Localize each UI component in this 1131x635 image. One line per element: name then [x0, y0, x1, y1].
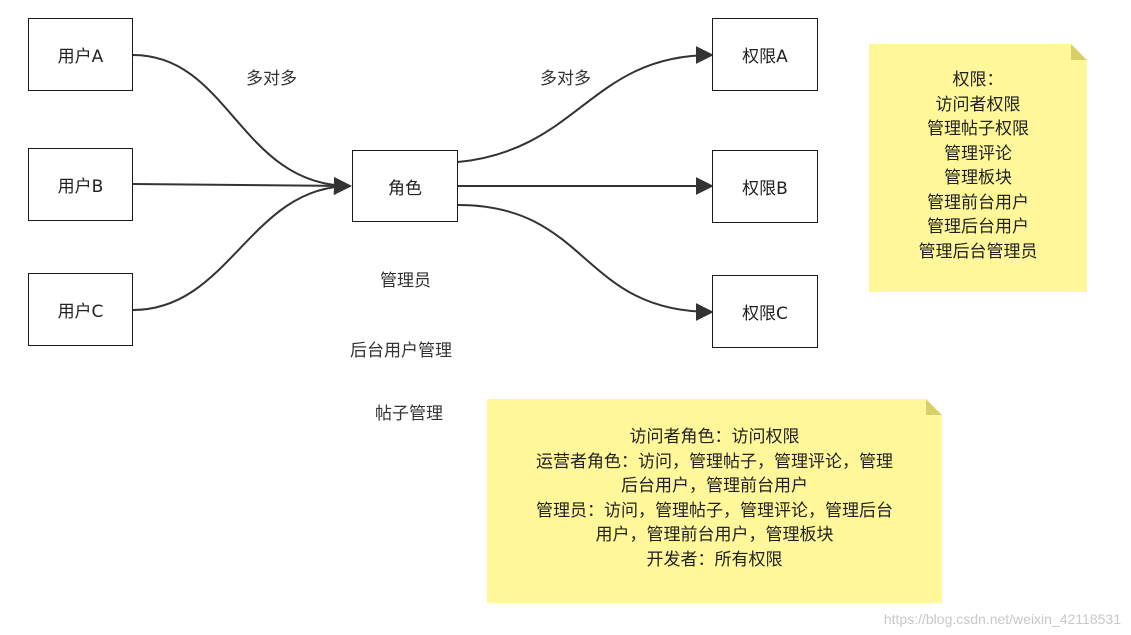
roles-note-line: 管理员：访问，管理帖子，管理评论，管理后台 — [536, 500, 893, 521]
perm-c-label: 权限C — [742, 304, 788, 324]
roles-note-line: 用户，管理前台用户，管理板块 — [595, 525, 834, 545]
role-node: 角色 — [352, 150, 458, 222]
roles-note-line: 后台用户，管理前台用户 — [621, 476, 808, 496]
user-b-node: 用户B — [28, 148, 133, 221]
edge-user-c-to-role — [132, 177, 352, 311]
role-example-admin: 管理员 — [380, 271, 431, 291]
role-example-backend-user-mgmt: 后台用户管理 — [350, 341, 452, 361]
role-label: 角色 — [388, 178, 422, 199]
user-b-label: 用户B — [57, 177, 104, 197]
user-c-label: 用户C — [57, 302, 104, 322]
edge-label-users-to-role: 多对多 — [246, 69, 297, 89]
watermark: https://blog.csdn.net/weixin_42118531 — [883, 611, 1121, 627]
edge-role-to-perm-a — [457, 46, 714, 163]
user-a-node: 用户A — [28, 18, 133, 91]
roles-note: 访问者角色：访问权限 运营者角色：访问，管理帖子，管理评论，管理 后台用户，管理… — [487, 399, 942, 603]
permissions-note-line: 管理前台用户 — [927, 192, 1029, 213]
permissions-note-line: 管理帖子权限 — [927, 119, 1029, 139]
roles-note-line: 访问者角色：访问权限 — [629, 427, 800, 447]
edge-user-a-to-role — [132, 54, 352, 195]
permissions-note-line: 管理板块 — [944, 168, 1012, 188]
permissions-note-line: 管理后台用户 — [927, 217, 1029, 237]
user-c-node: 用户C — [28, 273, 133, 346]
perm-a-node: 权限A — [712, 18, 818, 91]
permissions-note-line: 权限： — [952, 70, 1004, 90]
perm-a-label: 权限A — [742, 47, 788, 67]
role-example-post-mgmt: 帖子管理 — [375, 404, 443, 424]
roles-note-line: 开发者：所有权限 — [646, 549, 783, 570]
edge-label-role-to-perms: 多对多 — [540, 69, 591, 89]
edge-role-to-perm-c — [457, 204, 714, 321]
perm-b-node: 权限B — [712, 150, 818, 223]
permissions-note-line: 管理评论 — [944, 143, 1012, 164]
user-a-label: 用户A — [57, 47, 104, 67]
perm-b-label: 权限B — [742, 179, 788, 199]
perm-c-node: 权限C — [712, 275, 818, 348]
permissions-note: 权限： 访问者权限 管理帖子权限 管理评论 管理板块 管理前台用户 管理后台用户… — [869, 44, 1087, 292]
permissions-note-line: 访问者权限 — [935, 94, 1021, 115]
edge-user-b-to-role — [132, 176, 352, 195]
permissions-note-line: 管理后台管理员 — [918, 241, 1038, 262]
roles-note-line: 运营者角色：访问，管理帖子，管理评论，管理 — [536, 451, 893, 472]
